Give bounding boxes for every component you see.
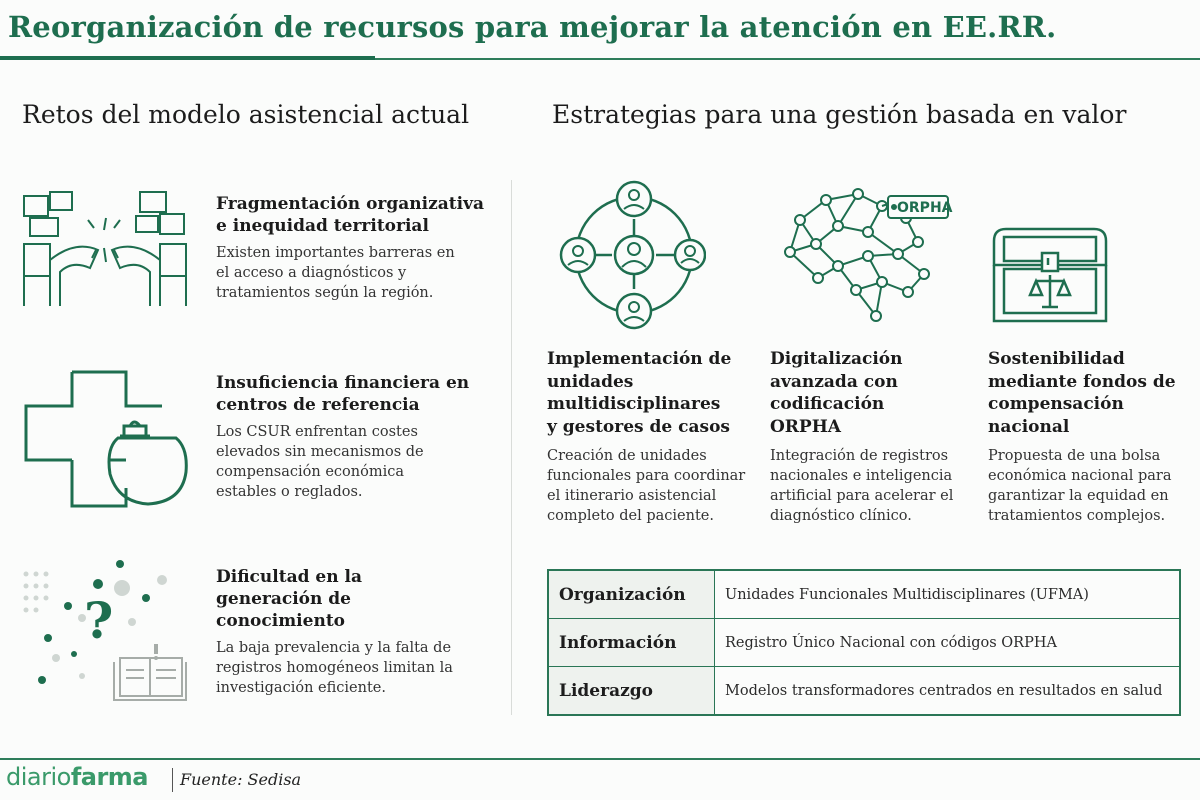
table-row: Liderazgo Modelos transformadores centra… (547, 666, 1181, 716)
footer-separator (172, 768, 173, 792)
page-title: Reorganización de recursos para mejorar … (8, 10, 1057, 44)
right-section-heading: Estrategias para una gestión basada en v… (552, 100, 1127, 129)
table-row: Organización Unidades Funcionales Multid… (547, 569, 1181, 619)
brand-logo: diariofarma (6, 763, 149, 791)
svg-text:?: ? (84, 591, 113, 650)
footer-rule (0, 758, 1200, 760)
table-key: Información (547, 618, 715, 667)
title-underline-thick (0, 56, 375, 60)
summary-table: Organización Unidades Funcionales Multid… (547, 569, 1181, 716)
column-divider (511, 180, 512, 715)
broken-bridge-icon (23, 191, 187, 306)
source-caption: Fuente: Sedisa (180, 770, 302, 789)
title-underline-thin (375, 58, 1200, 60)
table-value: Unidades Funcionales Multidisciplinares … (714, 569, 1181, 619)
care-team-network-icon (559, 180, 706, 330)
table-value: Registro Único Nacional con códigos ORPH… (714, 618, 1181, 667)
orpha-tag-label: ORPHA (897, 200, 953, 216)
table-value: Modelos transformadores centrados en res… (714, 666, 1181, 716)
table-key: Liderazgo (547, 666, 715, 716)
treasure-chest-scales-icon (992, 227, 1108, 323)
medical-cross-purse-icon (24, 370, 188, 508)
question-book-icon: ? (23, 560, 187, 701)
network-brain-icon (784, 188, 949, 322)
table-key: Organización (547, 569, 715, 619)
left-section-heading: Retos del modelo asistencial actual (22, 100, 470, 129)
table-row: Información Registro Único Nacional con … (547, 618, 1181, 667)
